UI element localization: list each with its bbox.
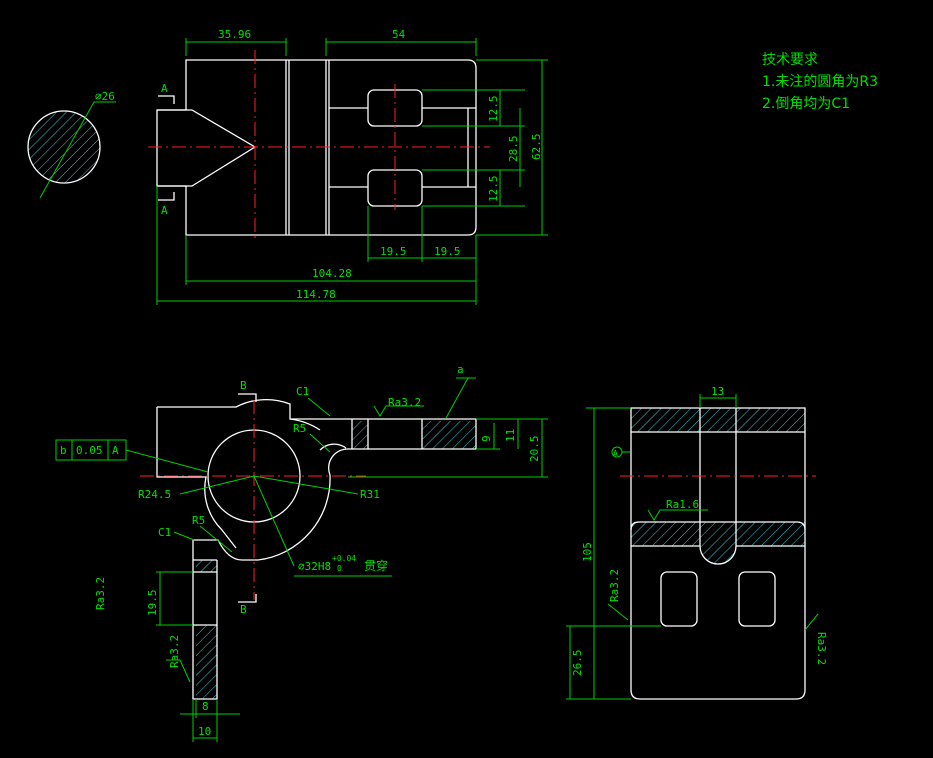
diameter-label: ⌀26 [95,90,115,103]
tol-value: 0.05 [76,444,103,457]
tol-datum: A [112,444,119,457]
dim-62-5: 62.5 [530,134,543,161]
radius-r5-top: R5 [293,422,306,435]
dim-19-5-left: 19.5 [380,245,407,258]
ra-3-2-top: Ra3.2 [388,396,421,409]
side-slot-left [660,571,698,627]
section-circle-outline [27,110,101,184]
side-view-outline [630,407,806,700]
dim-28-5: 28.5 [507,136,520,163]
bore-spec: ⌀32H8 [298,560,331,573]
tech-req-item-2: 2.倒角均为C1 [762,96,850,112]
dim-19-5-right: 19.5 [434,245,461,258]
ra-1-6: Ra1.6 [666,498,699,511]
dim-9: 9 [480,435,493,442]
section-circle-hatch [28,111,100,183]
dim-105: 105 [581,542,594,562]
radius-r24-5: R24.5 [138,488,171,501]
dim-26-5: 26.5 [571,650,584,677]
dim-13: 13 [711,385,724,398]
dim-12-5-top: 12.5 [487,96,500,123]
front-view-outline [157,398,477,700]
side-view: 13 A Ra1.6 105 Ra3.2 26.5 Ra3.2 [566,385,828,700]
top-view-outline [156,59,477,236]
dim-114-78: 114.78 [296,288,336,301]
dim-35-96: 35.96 [218,28,251,41]
section-a-label-bottom: A [161,204,168,217]
section-b-label-bottom: B [240,603,247,616]
dim-8: 8 [202,700,209,713]
ra-3-2-lower: Ra3.2 [168,635,181,668]
tol-symbol: b [60,444,67,457]
bore-tol-upper: +0.04 [332,554,356,563]
bore-tol-lower: 0 [337,564,342,573]
ra-3-2-side-right: Ra3.2 [815,632,828,665]
dim-104-28: 104.28 [312,267,352,280]
tech-req-title: 技术要求 [762,52,818,68]
ra-3-2-left: Ra3.2 [94,577,107,610]
dim-12-5-bottom: 12.5 [487,176,500,203]
dim-11: 11 [504,429,517,442]
leader-a: a [457,363,464,376]
tech-requirements: 技术要求 1.未注的圆角为R3 2.倒角均为C1 [762,52,878,112]
radius-r5-left: R5 [192,514,205,527]
dim-19-5-front: 19.5 [146,590,159,617]
chamfer-c1-top: C1 [296,385,309,398]
tech-req-item-1: 1.未注的圆角为R3 [762,74,878,90]
section-a-circle: ⌀26 [27,90,116,199]
bore-through-note: 贯穿 [364,558,388,573]
dim-20-5: 20.5 [528,436,541,463]
section-a-label-top: A [161,82,168,95]
front-view: B B C1 Ra3.2 a R5 9 11 20.5 b 0.05 A [55,363,548,742]
datum-a-symbol: A [613,449,618,458]
side-slot-right [738,571,776,627]
ra-3-2-side-left: Ra3.2 [608,569,621,602]
v-notch [157,109,257,187]
dim-54: 54 [392,28,406,41]
section-b-label-top: B [240,379,247,392]
radius-r31: R31 [360,488,380,501]
diameter-leader [39,101,95,199]
top-view: A A 35.96 54 62.5 12.5 28.5 12.5 19.5 19… [148,28,548,305]
chamfer-c1-left: C1 [158,526,171,539]
geometric-tolerance-frame: b 0.05 A [55,439,209,473]
dim-10: 10 [198,725,211,738]
